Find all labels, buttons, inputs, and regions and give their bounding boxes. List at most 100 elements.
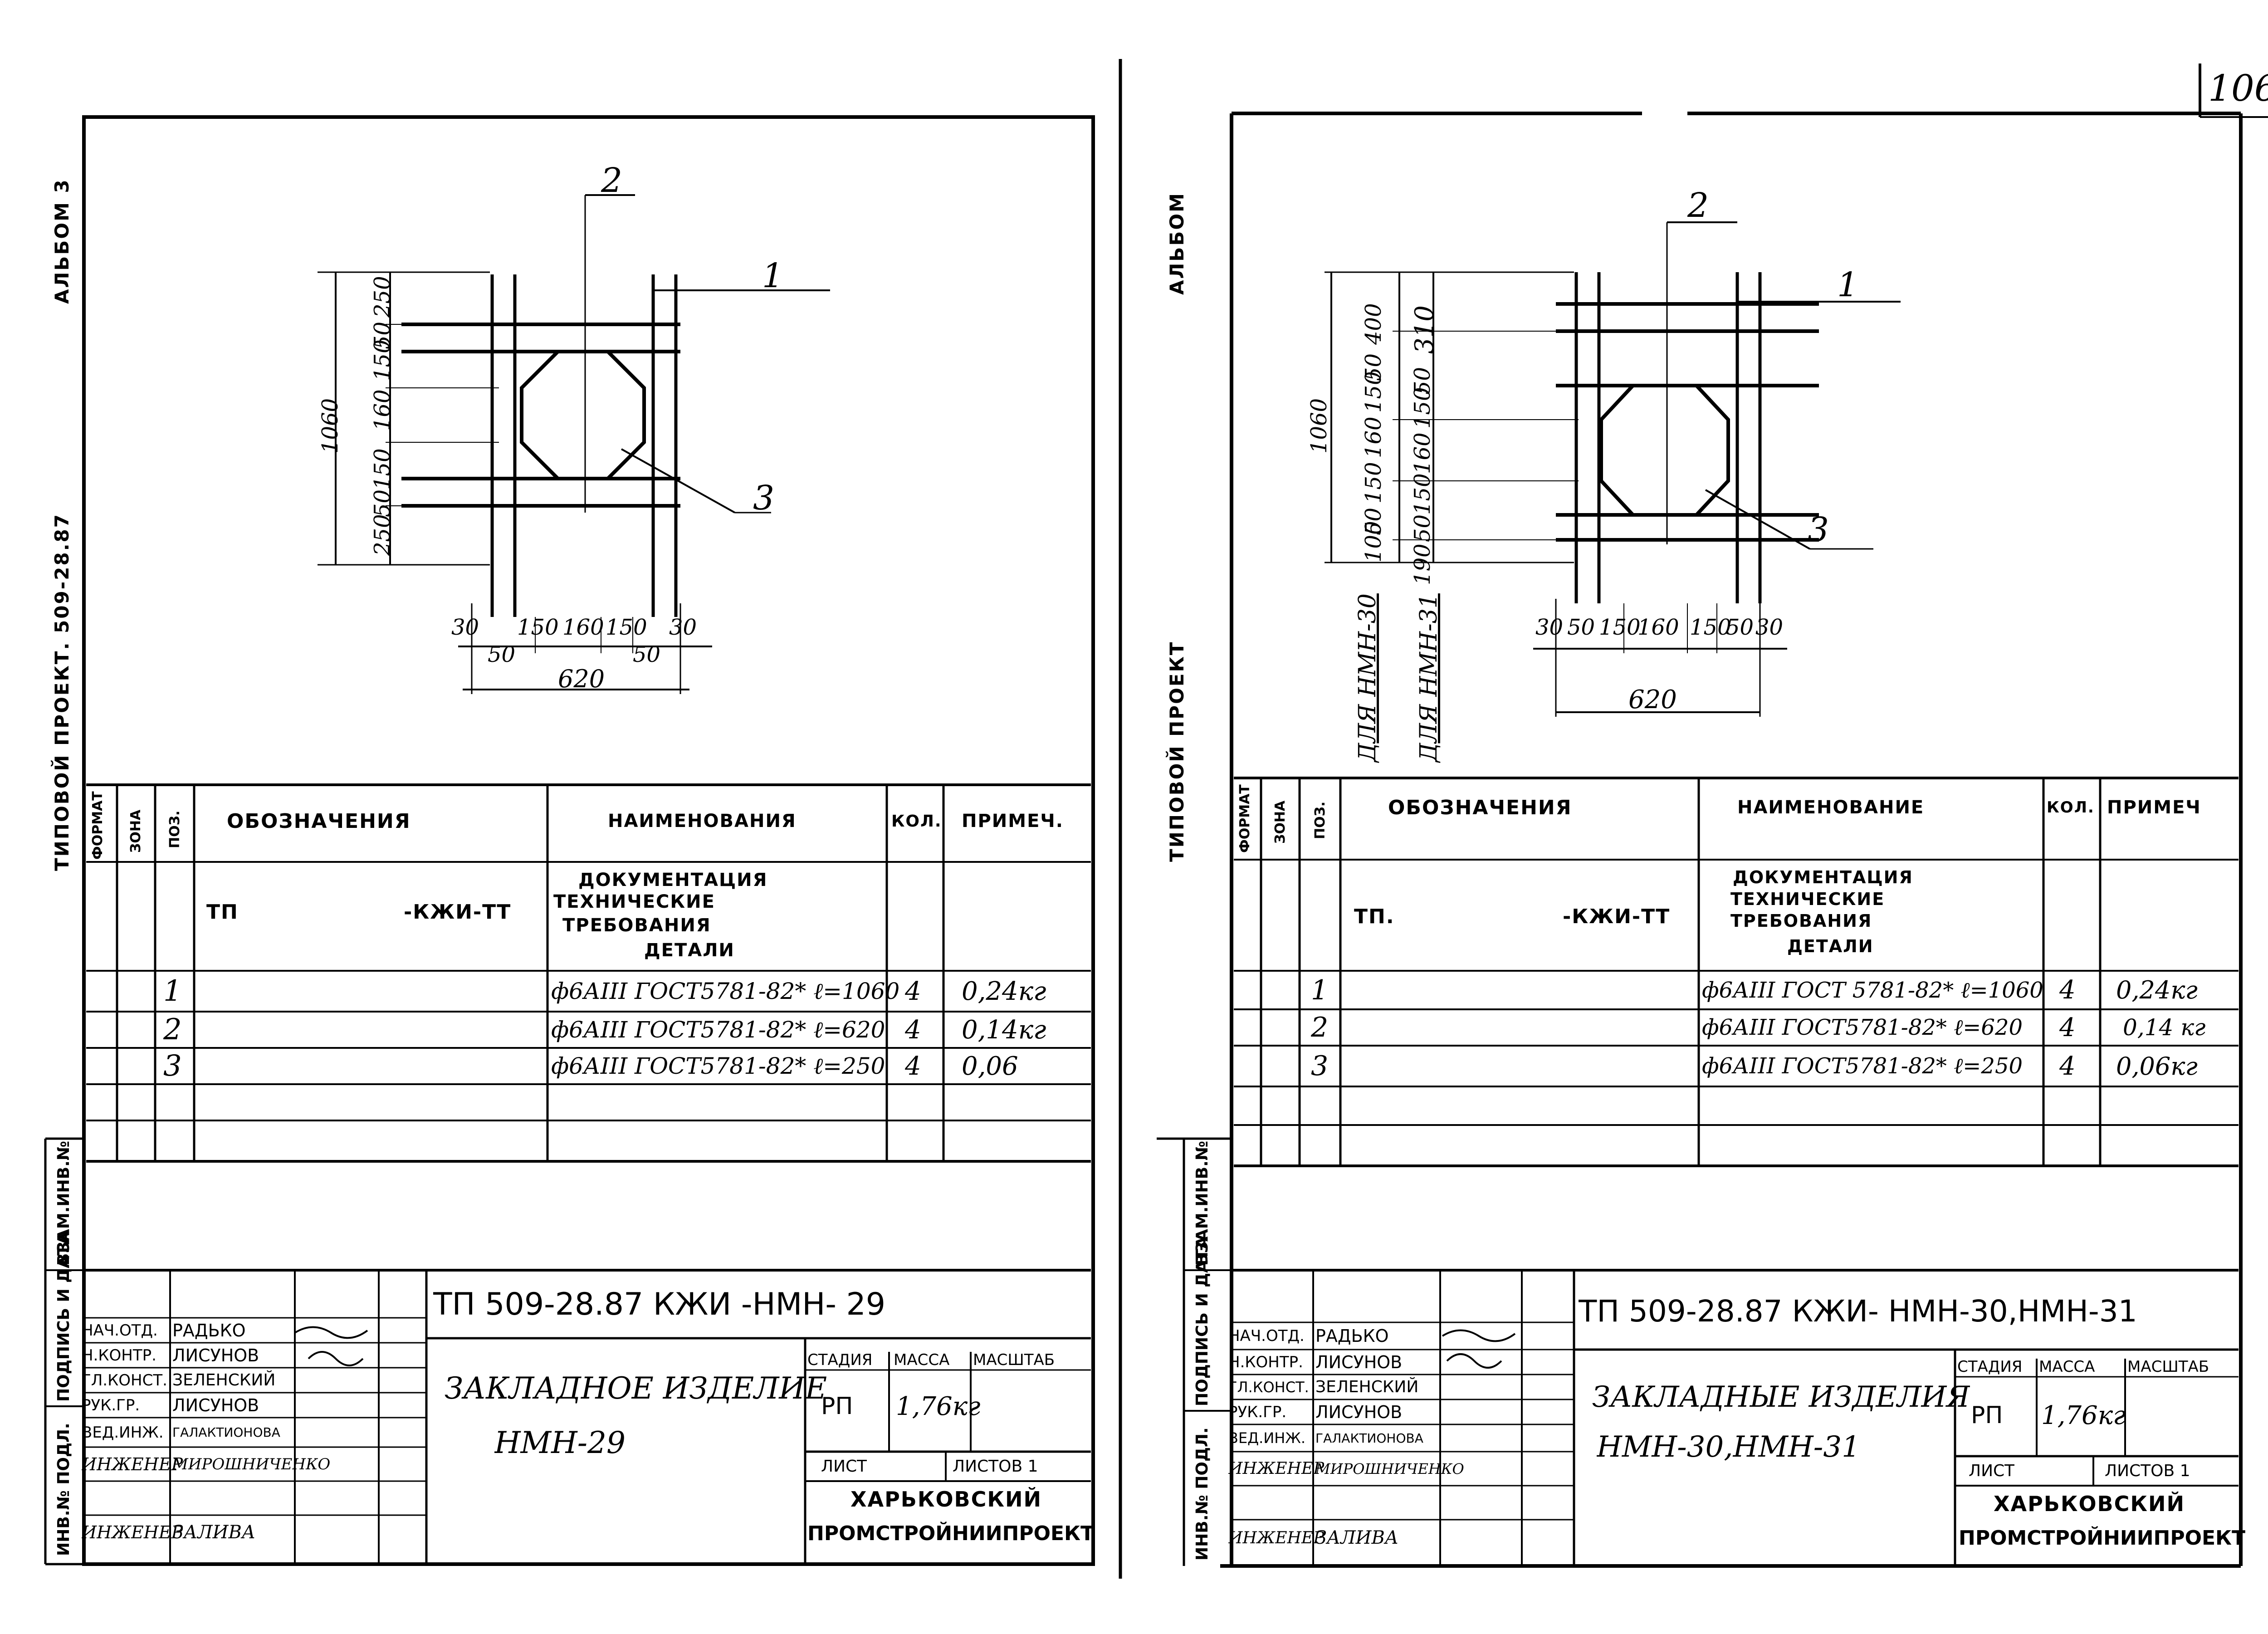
side-label-inventory: ИНВ.№ ПОДЛ.: [54, 1423, 73, 1556]
spec-header-zone: ЗОНА: [128, 809, 144, 853]
mass-value: 1,76кг: [2041, 1400, 2126, 1430]
dim-v: 50: [370, 321, 395, 349]
sheets-label: ЛИСТОВ 1: [2105, 1462, 2190, 1480]
scale-label: МАСШТАБ: [2127, 1357, 2209, 1376]
dim-v: 50: [1361, 507, 1386, 535]
mass-value: 1,76кг: [896, 1391, 981, 1421]
spec-doc-title: ТЕХНИЧЕСКИЕ: [553, 891, 715, 912]
dim-h: 50: [1567, 615, 1595, 640]
dim-h: 50: [633, 642, 661, 667]
callout-3: 3: [753, 479, 775, 518]
note-nmn31: ДЛЯ НМН-31: [1415, 593, 1442, 762]
spec-doc-title: ТЕХНИЧЕСКИЕ: [1730, 889, 1885, 909]
spec-header-zone: ЗОНА: [1272, 800, 1288, 844]
dim-h: 150: [606, 615, 647, 640]
spec-row-pos: 2: [163, 1013, 182, 1047]
stage-value: РП: [821, 1393, 853, 1420]
name-lisunov: ЛИСУНОВ: [172, 1395, 259, 1415]
dim-h: 30: [451, 615, 479, 640]
dim-v-alt: 50: [1410, 367, 1435, 395]
dim-620: 620: [558, 665, 605, 693]
spec-doc-title: ТРЕБОВАНИЯ: [1730, 911, 1872, 931]
dim-1060: 1060: [1306, 398, 1332, 454]
spec-doc-ref-right: -КЖИ-ТТ: [404, 900, 512, 924]
margin-project-label: ТИПОВОЙ ПРОЕКТ. 509-28.87: [51, 513, 73, 871]
dim-v: 250: [370, 514, 395, 556]
dim-v: 160: [1361, 416, 1386, 458]
side-label-inventory: ИНВ.№ ПОДЛ.: [1193, 1427, 1212, 1561]
scale-label: МАСШТАБ: [973, 1350, 1055, 1369]
spec-header-designation: ОБОЗНАЧЕНИЯ: [1388, 796, 1572, 819]
org-name: ПРОМСТРОЙНИИПРОЕКТ: [807, 1521, 1095, 1545]
dim-v: 160: [370, 389, 395, 431]
dim-v: 50: [1361, 353, 1386, 381]
spec-row-note: 0,24кг: [962, 976, 1046, 1006]
role-lead-engineer: ВЕД.ИНЖ.: [82, 1423, 164, 1442]
name-lisunov: ЛИСУНОВ: [1315, 1402, 1403, 1422]
sheet-label: ЛИСТ: [1969, 1462, 2015, 1480]
spec-header-note: ПРИМЕЧ.: [962, 811, 1064, 832]
spec-doc-title: ДОКУМЕНТАЦИЯ: [578, 870, 768, 890]
page-number: 106: [2208, 67, 2268, 109]
spec-header-format: ФОРМАТ: [90, 791, 106, 860]
mass-label: МАССА: [894, 1350, 950, 1369]
spec-row-name: ф6АIII ГОСТ5781-82* ℓ=250: [551, 1053, 885, 1079]
document-code: ТП 509-28.87 КЖИ- НМН-30,НМН-31: [1579, 1293, 2137, 1329]
spec-row-name: ф6АIII ГОСТ 5781-82* ℓ=1060: [1702, 977, 2043, 1003]
spec-header-qty: КОЛ.: [2047, 798, 2095, 817]
spec-row-name: ф6АIII ГОСТ5781-82* ℓ=620: [1702, 1015, 2023, 1040]
spec-row-note: 0,14 кг: [2123, 1014, 2206, 1041]
role-norm-control: Н.КОНТР.: [1228, 1353, 1303, 1371]
dim-h: 160: [562, 615, 604, 640]
dim-v: 150: [1361, 462, 1386, 504]
name-radko: РАДЬКО: [1315, 1326, 1389, 1346]
dim-v-alt: 190: [1410, 543, 1435, 585]
spec-doc-ref-right: -КЖИ-ТТ: [1563, 905, 1671, 928]
spec-row-note: 0,06кг: [2116, 1052, 2198, 1081]
spec-row-note: 0,06: [962, 1051, 1018, 1081]
item-mark: НМН-30,НМН-31: [1597, 1430, 1860, 1464]
spec-row-name: ф6АIII ГОСТ5781-82* ℓ=250: [1702, 1053, 2023, 1079]
callout-1: 1: [1837, 265, 1859, 304]
margin-album-label: АЛЬБОМ 3: [51, 178, 73, 304]
dim-1060: 1060: [318, 398, 343, 454]
item-title: ЗАКЛАДНОЕ ИЗДЕЛИЕ: [445, 1370, 827, 1406]
margin-project-label: ТИПОВОЙ ПРОЕКТ: [1166, 641, 1188, 862]
note-nmn30: ДЛЯ НМН-30: [1354, 593, 1381, 762]
stage-value: РП: [1971, 1402, 2003, 1429]
stage-label: СТАДИЯ: [1957, 1357, 2023, 1376]
dim-v-alt: 310: [1410, 305, 1439, 354]
document-code: ТП 509-28.87 КЖИ -НМН- 29: [433, 1286, 886, 1322]
spec-row-qty: 4: [905, 1015, 921, 1045]
spec-doc-ref-left: ТП.: [1354, 905, 1395, 928]
spec-header-note: ПРИМЕЧ: [2107, 797, 2201, 818]
role-norm-control: Н.КОНТР.: [82, 1346, 156, 1365]
org-name: ХАРЬКОВСКИЙ: [1994, 1492, 2185, 1516]
spec-row-qty: 4: [2059, 1051, 2076, 1081]
dim-h: 30: [1535, 615, 1564, 640]
dim-h: 150: [1599, 615, 1641, 640]
dim-v-alt: 150: [1410, 473, 1435, 515]
spec-doc-title: ДОКУМЕНТАЦИЯ: [1733, 867, 1913, 887]
spec-row-note: 0,14кг: [962, 1015, 1046, 1045]
dim-v: 250: [370, 276, 395, 318]
spec-row-pos: 1: [163, 974, 182, 1008]
role-chief-designer: ГЛ.КОНСТ.: [82, 1371, 167, 1389]
name-lisunov: ЛИСУНОВ: [1315, 1352, 1403, 1372]
name-zaliva: ЗАЛИВА: [1315, 1527, 1399, 1548]
dim-v: 400: [1361, 303, 1386, 345]
spec-row-qty: 4: [905, 976, 921, 1006]
spec-header-name: НАИМЕНОВАНИЕ: [1737, 797, 1925, 818]
role-head-dept: НАЧ.ОТД.: [1228, 1327, 1305, 1345]
dim-h: 50: [1726, 615, 1754, 640]
callout-3: 3: [1808, 510, 1829, 549]
spec-doc-ref-left: ТП: [206, 900, 239, 924]
margin-album-label: АЛЬБОМ: [1166, 192, 1188, 295]
spec-row-qty: 4: [2059, 975, 2076, 1005]
spec-row-name: ф6АIII ГОСТ5781-82* ℓ=620: [551, 1017, 885, 1043]
item-mark: НМН-29: [494, 1425, 626, 1460]
dim-h: 50: [488, 642, 516, 667]
spec-doc-title: ДЕТАЛИ: [644, 940, 735, 961]
name-galaktionova: ГАЛАКТИОНОВА: [1315, 1430, 1423, 1446]
